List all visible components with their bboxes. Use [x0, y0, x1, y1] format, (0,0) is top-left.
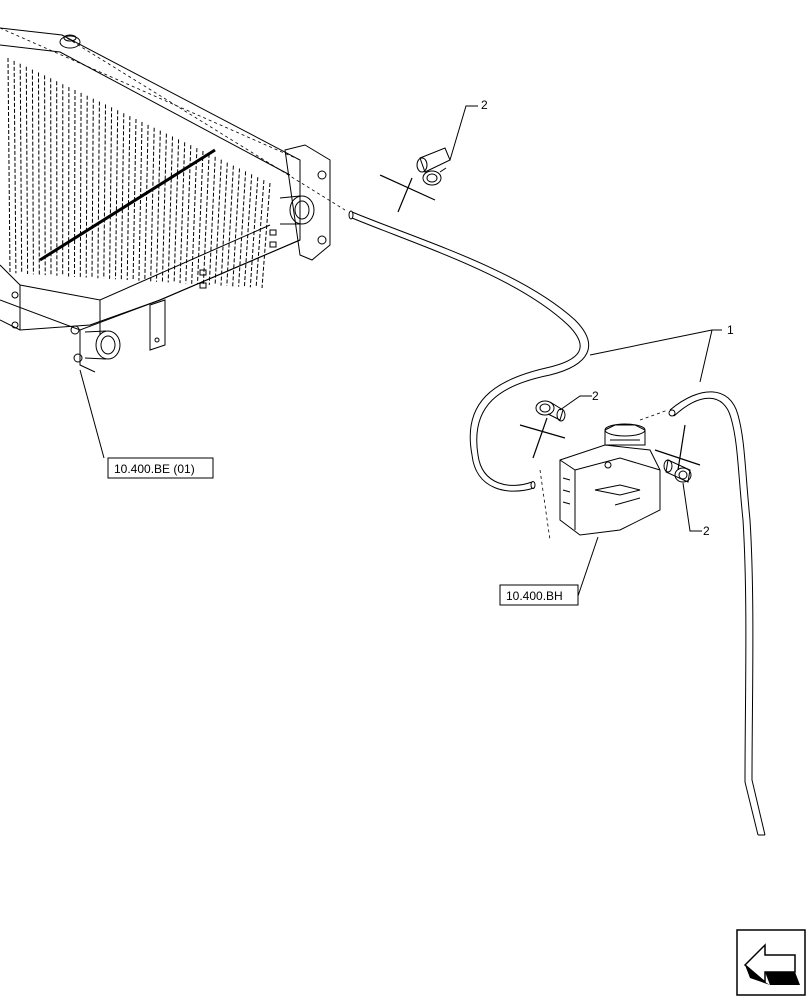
- radiator-fin: [156, 130, 161, 282]
- tank-guide-lines: [539, 409, 669, 541]
- callout-clamp-top: 2: [481, 98, 488, 112]
- reference-radiator-label: 10.400.BE (01): [114, 462, 195, 476]
- radiator-fin: [220, 162, 228, 286]
- clamp-left: [535, 400, 566, 422]
- radiator-fin: [79, 92, 82, 278]
- radiator-fin: [31, 69, 34, 275]
- clamp-top: [416, 147, 451, 186]
- reference-radiator[interactable]: 10.400.BE (01): [107, 457, 214, 479]
- radiator-fin: [97, 101, 100, 279]
- radiator-fin: [167, 136, 173, 283]
- radiator-fin: [115, 110, 119, 280]
- radiator-fin: [109, 107, 113, 279]
- radiator-fin: [91, 98, 94, 278]
- radiator-fin: [249, 177, 259, 288]
- radiator-fin: [197, 150, 204, 285]
- radiator-fin: [185, 145, 192, 284]
- cut-marks: [379, 174, 701, 471]
- radiator-fin: [38, 72, 40, 275]
- radiator-fin: [179, 142, 186, 284]
- radiator-fin: [138, 121, 143, 281]
- callout-clamp-left: 2: [592, 389, 599, 403]
- radiator-fin: [103, 104, 106, 279]
- reference-tank-label: 10.400.BH: [506, 589, 563, 603]
- radiator-fin: [208, 156, 216, 285]
- callout-hose: 1: [727, 323, 734, 337]
- radiator-fin: [7, 57, 11, 274]
- radiator-fin: [74, 89, 76, 277]
- clamp-right: [663, 459, 692, 483]
- radiator-fin: [120, 113, 125, 280]
- reference-tank[interactable]: 10.400.BH: [499, 584, 579, 606]
- radiator-fin: [126, 116, 131, 281]
- radiator-fin: [202, 153, 210, 285]
- leader-lines: [79, 105, 722, 597]
- radiator-fin: [85, 95, 88, 278]
- radiator-assembly: [0, 27, 331, 373]
- radiator-fin: [44, 75, 46, 276]
- radiator-fin: [232, 168, 240, 287]
- radiator-core: [7, 57, 271, 289]
- radiator-fin: [261, 182, 271, 289]
- radiator-divider: [39, 148, 216, 262]
- radiator-fin: [150, 127, 155, 282]
- radiator-fin: [173, 139, 180, 283]
- radiator-fin: [19, 63, 23, 274]
- overflow-hose: [668, 391, 766, 836]
- radiator-fin: [161, 133, 167, 283]
- callout-clamp-right: 2: [703, 524, 710, 538]
- radiator-fin: [238, 171, 247, 287]
- radiator-fin: [191, 148, 198, 284]
- radiator-fin: [214, 159, 222, 286]
- expansion-tank: [559, 423, 661, 536]
- radiator-guide-lines: [0, 27, 346, 211]
- previous-page-icon[interactable]: [736, 929, 806, 996]
- radiator-fin: [255, 180, 265, 288]
- radiator-fin: [25, 66, 29, 275]
- radiator-fin: [226, 165, 234, 286]
- hose: [348, 210, 590, 492]
- radiator-fin: [13, 60, 17, 274]
- radiator-fin: [243, 174, 253, 288]
- radiator-fin: [144, 124, 149, 282]
